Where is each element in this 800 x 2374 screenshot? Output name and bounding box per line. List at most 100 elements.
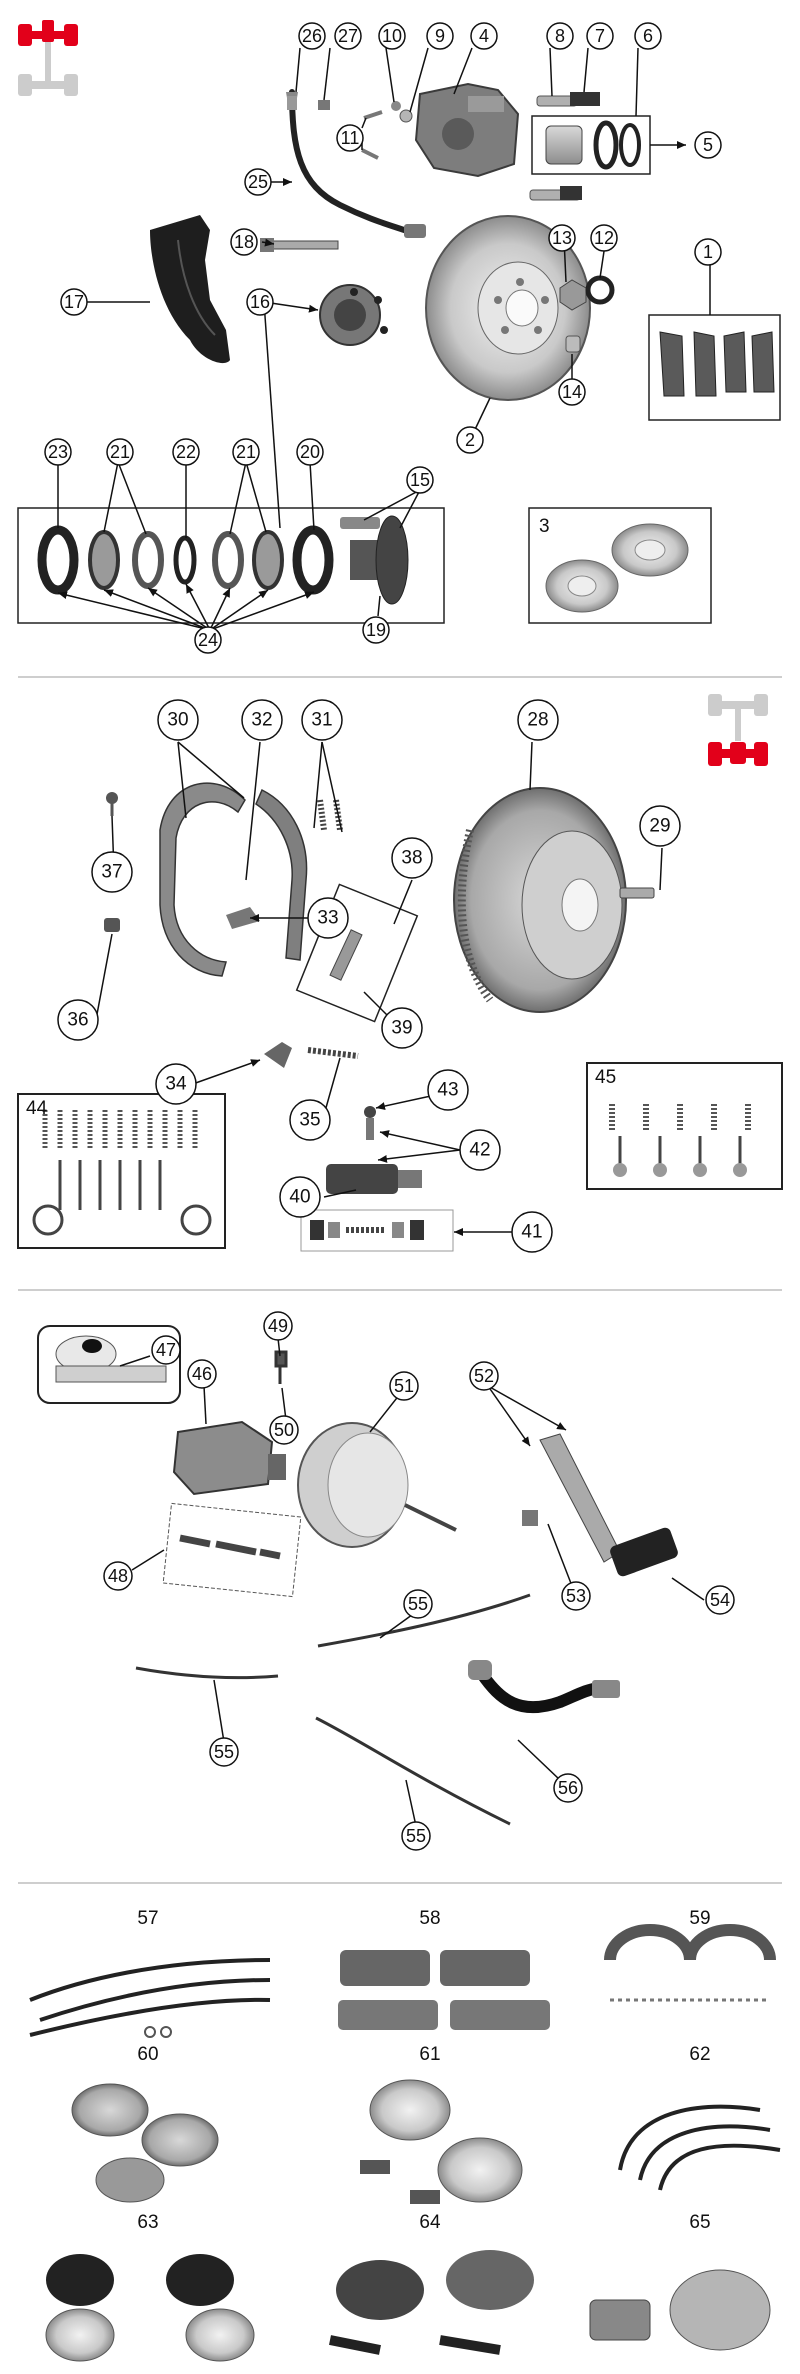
kit-label: 65: [689, 2212, 710, 2233]
callout-circle: [705, 1585, 735, 1615]
brake-rotor: [425, 215, 591, 401]
lug-nut: [565, 335, 581, 353]
callout-label: 27: [338, 26, 358, 46]
dust-cap: [318, 100, 330, 110]
kit-label: 60: [137, 2044, 158, 2065]
kit-64: [329, 2250, 534, 2355]
callout-label: 10: [382, 26, 402, 46]
pedal-switch: [522, 1510, 538, 1526]
callout-label: 21: [110, 442, 130, 462]
cylinder-kit: [310, 1220, 424, 1240]
callout-circle: [427, 1069, 469, 1111]
callout-circle: [289, 1099, 331, 1141]
callout-label: 1: [703, 242, 713, 262]
callout-circle: [406, 466, 434, 494]
callout-circle: [307, 897, 349, 939]
callout-label: 55: [214, 1742, 234, 1762]
callout-circle: [241, 699, 283, 741]
callout-circle: [511, 1211, 553, 1253]
callout-label: 33: [317, 908, 338, 929]
callout-label: 8: [555, 26, 565, 46]
callout-label: 22: [176, 442, 196, 462]
callout-circle: [459, 1129, 501, 1171]
callout-circle: [279, 1176, 321, 1218]
callout-label: 13: [552, 228, 572, 248]
kit-label: 62: [689, 2044, 710, 2065]
kit-label: 59: [689, 1908, 710, 1929]
callout-circle: [336, 124, 364, 152]
spindle-nut: [559, 279, 587, 311]
callout-label: 32: [251, 710, 272, 731]
pin: [399, 109, 413, 123]
kit-60: [71, 2083, 219, 2203]
callout-circle: [151, 1335, 181, 1365]
callout-circle: [378, 22, 406, 50]
shoe-kit-box-label: 44: [26, 1098, 48, 1119]
cylinder-kit-box: [300, 1209, 454, 1252]
kit-label: 64: [419, 2212, 441, 2233]
callout-label: 55: [408, 1594, 428, 1614]
callout-circle: [269, 1415, 299, 1445]
callout-circle: [298, 22, 326, 50]
callout-label: 48: [108, 1566, 128, 1586]
callout-label: 31: [311, 710, 332, 731]
callout-label: 9: [435, 26, 445, 46]
kit-61: [360, 2079, 523, 2204]
kit-label: 57: [137, 1908, 158, 1929]
callout-label: 41: [521, 1222, 542, 1243]
callout-circle: [694, 131, 722, 159]
hold-down-kit: [609, 1104, 751, 1177]
callout-label: 12: [594, 228, 614, 248]
callout-label: 7: [595, 26, 605, 46]
wheel-cylinder: [326, 1164, 398, 1194]
shoe-hardware-kit: [32, 1110, 212, 1236]
callout-circle: [548, 224, 576, 252]
callout-label: 19: [366, 620, 386, 640]
callout-circle: [103, 1561, 133, 1591]
callout-circle: [558, 378, 586, 406]
master-cylinder: [172, 1420, 286, 1496]
rear-brake-parts: [17, 782, 783, 1252]
callout-circle: [246, 288, 274, 316]
callout-circle: [263, 1311, 293, 1341]
rotor-kit-box: [528, 507, 712, 624]
callout-label: 54: [710, 1590, 730, 1610]
callout-circle: [57, 999, 99, 1041]
callout-circle: [106, 438, 134, 466]
callout-label: 36: [67, 1010, 88, 1031]
callout-label: 56: [558, 1778, 578, 1798]
adjuster-kit-box: [295, 883, 419, 1023]
callout-label: 5: [703, 135, 713, 155]
callout-circle: [296, 438, 324, 466]
callout-circle: [157, 699, 199, 741]
callout-circle: [517, 699, 559, 741]
callout-label: 43: [437, 1080, 458, 1101]
callout-circle: [44, 438, 72, 466]
callout-label: 50: [274, 1420, 294, 1440]
callout-label: 21: [236, 442, 256, 462]
callout-label: 52: [474, 1366, 494, 1386]
callout-label: 51: [394, 1376, 414, 1396]
parking-brake-cable: [135, 1666, 279, 1680]
callout-circle: [561, 1581, 591, 1611]
caliper-bushing: [570, 92, 600, 106]
callout-circle: [634, 22, 662, 50]
brake-shoes: [159, 782, 308, 977]
adjuster-lever: [264, 1042, 292, 1068]
hardware-kit-box: [586, 1062, 783, 1190]
pin-clip: [391, 101, 401, 111]
callout-circle: [694, 238, 722, 266]
callout-label: 34: [165, 1074, 187, 1095]
callout-circle: [232, 438, 260, 466]
seal-kit: [179, 1534, 281, 1560]
kit-63: [45, 2254, 255, 2362]
callout-circle: [381, 1007, 423, 1049]
callout-label: 26: [302, 26, 322, 46]
caliper-mount-bolt: [271, 240, 339, 250]
callout-label: 39: [391, 1018, 412, 1039]
callout-circle: [401, 1821, 431, 1851]
callout-label: 16: [250, 292, 270, 312]
callout-label: 42: [469, 1140, 490, 1161]
